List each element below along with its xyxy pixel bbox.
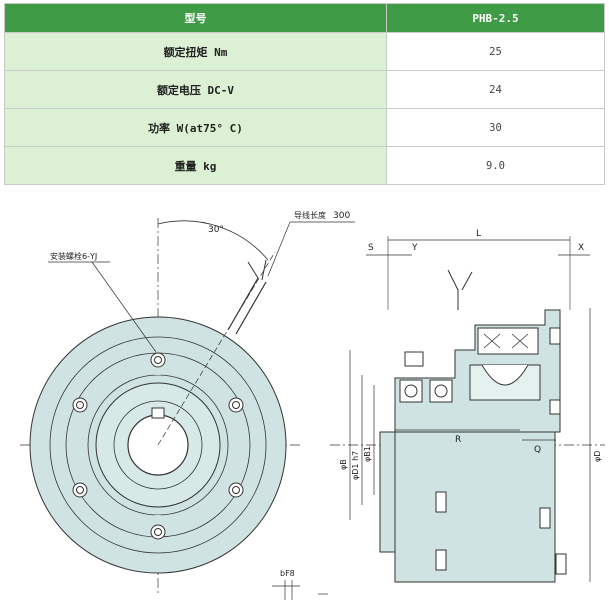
row-value-power: 30 <box>386 108 605 147</box>
hub-ring <box>113 400 203 490</box>
bolt-icon <box>150 524 166 540</box>
keyway-label: bF8 <box>280 569 295 578</box>
mounting-bolts <box>72 352 244 540</box>
bolt-icon <box>228 482 244 498</box>
technical-drawing: 30° 导线长度 300 安装螺栓6-YJ <box>20 210 605 600</box>
table-row: 重量 kg 9.0 <box>4 146 605 185</box>
bolt-icon <box>72 482 88 498</box>
flange-inner-ring <box>49 336 267 554</box>
dim-label-D1: φD1 h7 <box>351 451 360 480</box>
bolt-icon <box>228 397 244 413</box>
table-row: 额定扭矩 Nm 25 <box>4 32 605 71</box>
coil-cross-2 <box>483 333 501 349</box>
row-label-power: 功率 W(at75° C) <box>4 108 387 147</box>
table-row: 额定电压 DC-V 24 <box>4 70 605 109</box>
lower-bolt-2 <box>539 507 551 529</box>
header-model-value: PHB-2.5 <box>386 3 605 33</box>
dim-label-R: R <box>455 435 461 445</box>
bolt-icon <box>150 352 166 368</box>
dim-label-S: S <box>368 243 374 253</box>
hub-nut-top <box>404 351 424 367</box>
dim-label-L: L <box>476 229 481 239</box>
bolt-label: 安装螺栓6-YJ <box>50 251 97 261</box>
angle-leader <box>157 251 276 446</box>
lead-wire-label: 导线长度 <box>294 210 326 220</box>
keyway-callout <box>272 580 328 600</box>
bearing-left <box>399 379 423 403</box>
dim-label-B1: φB1 <box>363 446 372 462</box>
keyway <box>151 407 165 419</box>
dim-label-Y: Y <box>411 243 418 253</box>
coil-cross-4 <box>511 333 529 349</box>
row-label-weight: 重量 kg <box>4 146 387 185</box>
table-header-row: 型号 PHB-2.5 <box>4 3 605 33</box>
lead-wire-ends <box>247 259 267 281</box>
wire-length-leader <box>267 221 291 277</box>
bolt-icon <box>72 397 88 413</box>
header-model-label: 型号 <box>4 3 387 33</box>
lower-body <box>394 431 556 583</box>
friction-profile <box>481 364 529 386</box>
spec-table: 型号 PHB-2.5 额定扭矩 Nm 25 额定电压 DC-V 24 功率 W(… <box>4 3 605 185</box>
dim-label-Q: Q <box>534 445 541 455</box>
row-value-torque: 25 <box>386 32 605 71</box>
row-label-torque: 额定扭矩 Nm <box>4 32 387 71</box>
lead-wire-value: 300 <box>333 211 350 221</box>
table-row: 功率 W(at75° C) 30 <box>4 108 605 147</box>
lower-bolt-1 <box>435 491 447 513</box>
lower-hub <box>379 431 396 553</box>
lead-wire <box>227 277 267 335</box>
row-value-weight: 9.0 <box>386 146 605 185</box>
row-value-voltage: 24 <box>386 70 605 109</box>
front-view <box>20 218 355 595</box>
dim-label-X: X <box>578 243 584 253</box>
coil-housing <box>477 327 539 355</box>
lower-bolt-3 <box>435 549 447 571</box>
bolt-label-leader <box>91 261 157 353</box>
lower-bolt-4 <box>555 553 567 575</box>
angle-arc <box>157 220 269 261</box>
side-view <box>330 236 605 583</box>
dim-label-D: φD <box>593 451 602 462</box>
side-lead-wire <box>447 269 473 310</box>
row-label-voltage: 额定电压 DC-V <box>4 70 387 109</box>
side-bolt-top <box>549 327 561 345</box>
bearing-right <box>429 379 453 403</box>
dim-label-B: φB <box>339 459 348 470</box>
side-bolt-mid <box>549 399 561 415</box>
angle-label: 30° <box>208 225 224 235</box>
